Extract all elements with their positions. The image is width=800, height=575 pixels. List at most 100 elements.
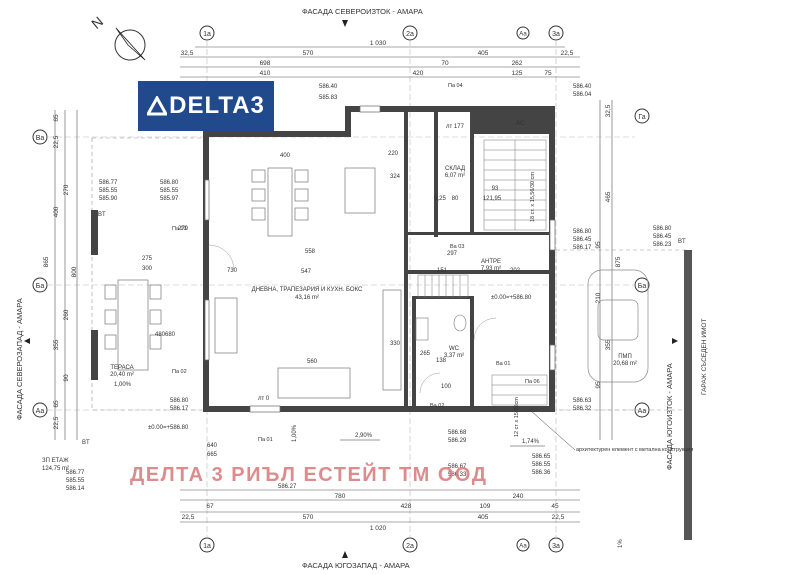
dim-top-r3-3: 262 xyxy=(512,60,523,67)
axis-bottom-section: Аа xyxy=(519,544,527,550)
dim-925: 9,25 xyxy=(434,196,446,202)
slope-2: 1,00% xyxy=(292,424,298,442)
dim-138: 138 xyxy=(436,358,447,364)
facade-right-marker xyxy=(672,338,678,344)
dim-top-r2-2: 570 xyxy=(303,50,314,57)
dim-640: 640 xyxy=(207,443,218,449)
dim-680: 680 xyxy=(165,332,176,338)
dim-right-6: 210 xyxy=(595,292,602,303)
dim-right-7: 95 xyxy=(595,381,602,389)
lvl-bottom-e-2: 586.55 xyxy=(532,462,551,468)
dim-top-r4-2: 420 xyxy=(413,70,424,77)
car-outline xyxy=(587,269,649,383)
lvl-bottom-e-1: 586.65 xyxy=(532,454,551,460)
axis-left-aa: Аа xyxy=(36,408,45,415)
dim-right-2: 465 xyxy=(605,191,612,202)
dim-left-2: 22,5 xyxy=(53,135,60,148)
lvl-right-mid-2: 586.45 xyxy=(573,237,592,243)
dim-top-r3-1: 698 xyxy=(260,60,271,67)
dim-top-r4-1: 410 xyxy=(260,70,271,77)
terrace-area xyxy=(91,137,208,411)
lvl-right-mid-1: 586.80 xyxy=(573,229,592,235)
facade-bottom-label: ФАСАДА ЮГОЗАПАД - АМАРА xyxy=(302,561,410,570)
lvl-right-mid-3: 586.17 xyxy=(573,245,592,251)
lvl-left-a-3: 585.90 xyxy=(99,196,118,202)
lvl-right-top-2: 586.45 xyxy=(653,234,672,240)
room-living-area: 43,16 m² xyxy=(295,295,319,301)
stair-label-2: 12 ст х 15/30cm xyxy=(514,397,520,437)
axis-bottom-2: 2a xyxy=(406,543,414,550)
facade-bottom-marker xyxy=(342,551,348,558)
dim-right-1: 32,5 xyxy=(605,104,612,117)
lvl-bottom-c-1: 586.67 xyxy=(448,464,467,470)
window-pa03: Па 03 xyxy=(172,226,187,232)
label-bt-1: BT xyxy=(98,212,106,218)
dim-121: 121,95 xyxy=(483,196,502,202)
zero-mark-1: ±0.00=+586.80 xyxy=(491,295,532,301)
annotation-text-1: архитектурен елемент с метална конструкц… xyxy=(576,447,693,453)
room-terrace-name: ТЕРАСА xyxy=(110,365,133,371)
wc-fixtures xyxy=(415,314,467,341)
door-arcs xyxy=(208,244,497,394)
lvl-bottom-e-3: 586.36 xyxy=(532,470,551,476)
axis-bottom-3: 3a xyxy=(552,543,560,550)
dim-bot-r3-2: 570 xyxy=(303,514,314,521)
dim-left-10: 65 xyxy=(53,400,60,408)
lvl-left-b-1: 586.80 xyxy=(160,180,179,186)
axis-top-1: 1a xyxy=(203,31,211,38)
room-parking-area: 20,68 m² xyxy=(613,361,637,367)
lvl-left-b-3: 585.97 xyxy=(160,196,179,202)
dim-right-4: 355 xyxy=(605,339,612,350)
lvl-bottom-left-2: 585.55 xyxy=(66,478,85,484)
garage-label: ГАРАЖ СЪСЕДЕН ИМОТ xyxy=(701,319,708,395)
dim-80: 80 xyxy=(452,196,459,202)
room-parking-name: ПМП xyxy=(618,354,632,360)
logo-text: DELTA3 xyxy=(169,92,265,119)
dim-330: 330 xyxy=(390,341,401,347)
lvl-bottom-d-1: 586.68 xyxy=(448,430,467,436)
window-va02: Ва 02 xyxy=(430,403,444,409)
dim-560: 560 xyxy=(307,359,318,365)
lvl-bottom-mid-1: 586.27 xyxy=(278,484,297,490)
built-area-value: 124,75 m² xyxy=(42,466,69,472)
axis-top-3: 3a xyxy=(552,31,560,38)
stair-label: 18 ст. х 15,56/30 cm xyxy=(530,172,536,222)
facade-top-label: ФАСАДА СЕВЕРОИЗТОК - АМАРА xyxy=(302,7,423,16)
label-ac: AC xyxy=(516,121,525,127)
dim-left-1: 65 xyxy=(53,114,60,122)
axis-right-ga: Га xyxy=(638,114,645,121)
slope-3: 2,90% xyxy=(355,433,373,439)
lvl-ter-bottom-1: 586.80 xyxy=(170,398,189,404)
slope-arrows xyxy=(340,439,545,447)
axis-bottom-1: 1a xyxy=(203,543,211,550)
dim-right-3: 875 xyxy=(615,256,622,267)
dim-bot-r2-3: 109 xyxy=(480,503,491,510)
axis-right-ba: Ба xyxy=(638,283,647,290)
dim-bot-r1-2: 240 xyxy=(513,493,524,500)
delta-triangle-icon xyxy=(147,96,168,116)
dim-297: 297 xyxy=(447,251,458,257)
dim-left-11: 22,5 xyxy=(53,416,60,429)
dim-top-r4-3: 125 xyxy=(512,70,523,77)
lvl-right-top-1: 586.80 xyxy=(653,226,672,232)
dim-151: 151 xyxy=(437,268,448,274)
dim-top-r2-3: 405 xyxy=(478,50,489,57)
dim-93: 93 xyxy=(492,186,499,192)
dim-665: 665 xyxy=(207,452,218,458)
dim-top-r4-4: 75 xyxy=(544,70,552,77)
dim-left-3: 270 xyxy=(63,184,70,195)
window-pa02: Па 02 xyxy=(172,369,187,375)
dim-bot-r2-2: 428 xyxy=(401,503,412,510)
lvl-top-mid-1: 586.40 xyxy=(319,84,338,90)
dim-left-9: 90 xyxy=(63,374,70,382)
dim-left-5: 865 xyxy=(43,256,50,267)
dim-top-r2-4: 22,5 xyxy=(561,50,574,57)
dim-270: 270 xyxy=(178,226,189,232)
window-va03: Ва 03 xyxy=(450,244,464,250)
axis-top-2: 2a xyxy=(406,31,414,38)
dim-220: 220 xyxy=(388,151,399,157)
facade-left-marker xyxy=(24,338,30,344)
lvl-bottom-c-2: 586.33 xyxy=(448,472,467,478)
lvl-right-top-3: 586.23 xyxy=(653,242,672,248)
